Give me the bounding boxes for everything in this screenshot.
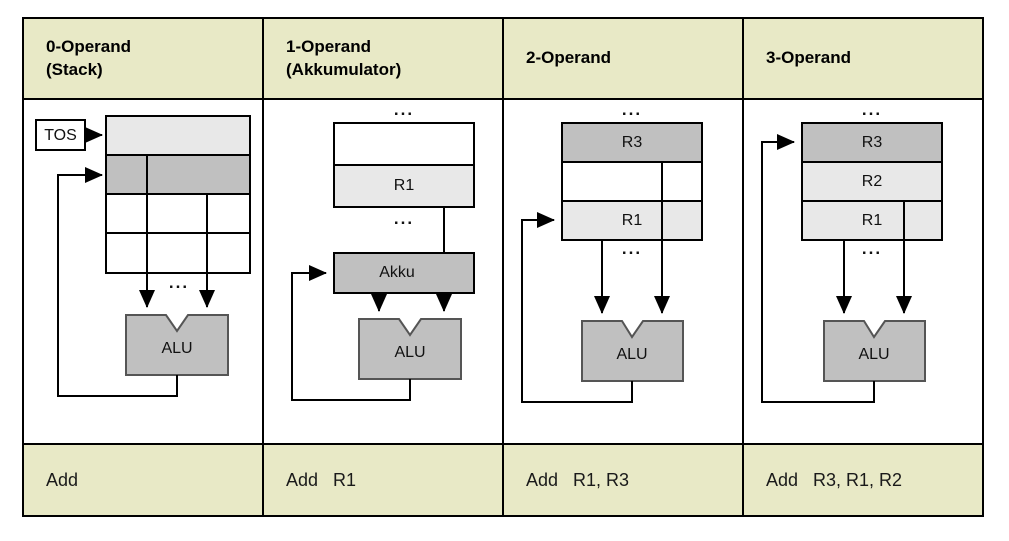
regfile-ellipsis-bottom: ... bbox=[862, 239, 882, 258]
tos-pointer-box bbox=[35, 119, 86, 151]
register-label-r3: R3 bbox=[622, 134, 643, 151]
header-cell-3-operand: 3-Operand bbox=[744, 19, 982, 98]
regfile-ellipsis-bottom: ... bbox=[394, 209, 414, 228]
alu-result-feedback-path bbox=[291, 265, 411, 401]
header-line1-0: 0-Operand bbox=[46, 37, 132, 57]
instruction-text-3: Add R3, R1, R2 bbox=[766, 469, 903, 490]
header-line2-1: (Akkumulator) bbox=[286, 59, 402, 79]
instruction-text-1: Add R1 bbox=[286, 469, 357, 490]
register-label-r3: R3 bbox=[862, 134, 883, 151]
header-line1-2: 2-Operand bbox=[526, 48, 612, 68]
table-header-row: 0-Operand (Stack) 1-Operand (Akkumulator… bbox=[24, 19, 982, 100]
regfile-ellipsis-top: ... bbox=[622, 100, 642, 119]
stack-cell-fourth bbox=[105, 232, 251, 274]
register-label-r1: R1 bbox=[862, 212, 883, 229]
instruction-cell-1-operand: Add R1 bbox=[264, 445, 504, 515]
accumulator-box bbox=[333, 252, 475, 294]
diagram-cell-3-operand: ... R3 R2 R1 ... ALU bbox=[744, 100, 982, 443]
register-cell-r2 bbox=[801, 161, 943, 202]
alu-shape bbox=[823, 320, 926, 382]
operand-format-table: 0-Operand (Stack) 1-Operand (Akkumulator… bbox=[22, 17, 984, 517]
header-text-2-operand: 2-Operand bbox=[526, 47, 611, 69]
instruction-cell-2-operand: Add R1, R3 bbox=[504, 445, 744, 515]
stack-cell-top bbox=[105, 115, 251, 156]
alu-result-feedback-path bbox=[761, 134, 875, 403]
alu-label: ALU bbox=[161, 340, 192, 357]
instruction-text-2: Add R1, R3 bbox=[526, 469, 630, 490]
alu-shape bbox=[358, 318, 462, 380]
regfile-ellipsis-top: ... bbox=[394, 100, 414, 119]
register-label-r1: R1 bbox=[394, 177, 415, 194]
header-text-1-operand: 1-Operand (Akkumulator) bbox=[286, 36, 401, 81]
header-cell-2-operand: 2-Operand bbox=[504, 19, 744, 98]
register-label-r2: R2 bbox=[862, 173, 883, 190]
instruction-cell-0-operand: Add bbox=[24, 445, 264, 515]
alu-label: ALU bbox=[394, 344, 425, 361]
instruction-cell-3-operand: Add R3, R1, R2 bbox=[744, 445, 982, 515]
diagram-cell-0-operand: TOS ... ALU bbox=[24, 100, 264, 443]
alu-result-feedback-path bbox=[57, 167, 178, 397]
header-line2-0: (Stack) bbox=[46, 59, 103, 79]
regfile-ellipsis-top: ... bbox=[862, 100, 882, 119]
diagram-cell-2-operand: ... R3 R1 ... ALU bbox=[504, 100, 744, 443]
register-cell-empty bbox=[333, 122, 475, 166]
table-body-row: TOS ... ALU bbox=[24, 100, 982, 445]
accumulator-machine-diagram: ... R1 ... Akku ALU bbox=[291, 100, 475, 401]
header-line1-1: 1-Operand bbox=[286, 37, 372, 57]
three-operand-machine-diagram: ... R3 R2 R1 ... ALU bbox=[761, 100, 943, 403]
stack-cell-third bbox=[105, 193, 251, 234]
register-cell-r3 bbox=[561, 122, 703, 163]
alu-result-feedback-path bbox=[521, 212, 633, 403]
tos-label: TOS bbox=[44, 127, 77, 144]
header-cell-1-operand: 1-Operand (Akkumulator) bbox=[264, 19, 504, 98]
header-text-3-operand: 3-Operand bbox=[766, 47, 851, 69]
header-cell-0-operand: 0-Operand (Stack) bbox=[24, 19, 264, 98]
register-label-r1: R1 bbox=[622, 212, 643, 229]
table-footer-row: Add Add R1 Add R1, R3 Add R3, R1, R2 bbox=[24, 445, 982, 515]
register-cell-r1 bbox=[333, 164, 475, 208]
stack-cell-second bbox=[105, 154, 251, 195]
alu-shape bbox=[125, 314, 229, 376]
accumulator-label: Akku bbox=[379, 264, 415, 281]
two-operand-machine-diagram: ... R3 R1 ... ALU bbox=[521, 100, 703, 403]
diagram-cell-1-operand: ... R1 ... Akku ALU bbox=[264, 100, 504, 443]
stack-ellipsis: ... bbox=[169, 273, 189, 292]
alu-shape bbox=[581, 320, 684, 382]
register-cell-empty bbox=[561, 161, 703, 202]
instruction-text-0: Add bbox=[46, 469, 79, 490]
alu-label: ALU bbox=[858, 346, 889, 363]
header-text-0-operand: 0-Operand (Stack) bbox=[46, 36, 131, 81]
header-line1-3: 3-Operand bbox=[766, 48, 852, 68]
regfile-ellipsis-bottom: ... bbox=[622, 239, 642, 258]
stack-machine-diagram: TOS ... ALU bbox=[35, 115, 251, 397]
alu-label: ALU bbox=[616, 346, 647, 363]
register-cell-r1 bbox=[561, 200, 703, 241]
register-cell-r1 bbox=[801, 200, 943, 241]
